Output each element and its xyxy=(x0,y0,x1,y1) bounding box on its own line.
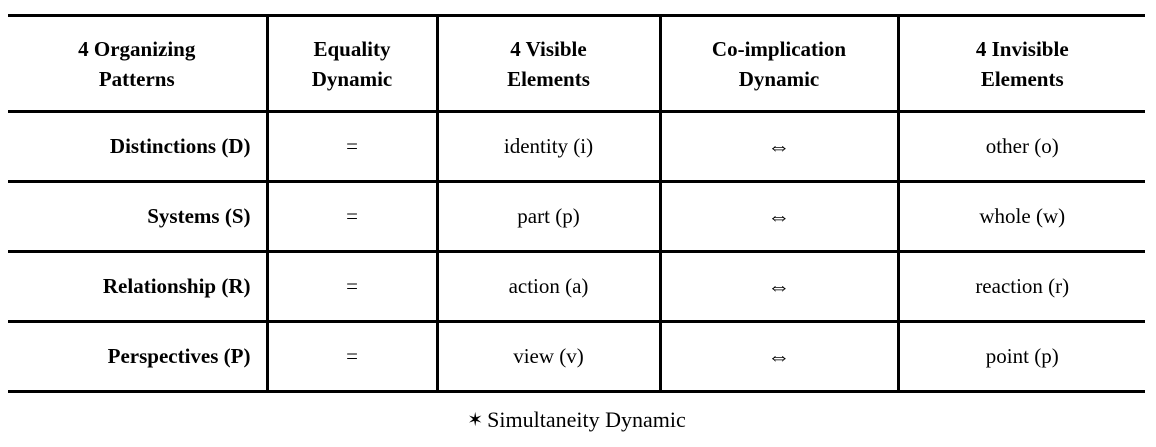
equals-symbol: = xyxy=(265,250,437,322)
header-line: Elements xyxy=(980,66,1064,91)
header-equality-dynamic: Equality Dynamic xyxy=(265,14,437,112)
table-caption: ✶Simultaneity Dynamic xyxy=(8,407,1145,434)
equals-symbol: = xyxy=(265,110,437,182)
cell-visible-element: identity (i) xyxy=(435,110,660,182)
header-row: 4 Organizing Patterns Equality Dynamic 4… xyxy=(8,14,1145,112)
cell-pattern: Relationship (R) xyxy=(8,250,267,322)
cell-invisible-element: other (o) xyxy=(896,110,1145,182)
table-row-systems: Systems (S) = part (p) ⇔ whole (w) xyxy=(8,180,1145,252)
header-visible-elements: 4 Visible Elements xyxy=(435,14,660,112)
equals-symbol: = xyxy=(265,180,437,252)
cell-pattern: Distinctions (D) xyxy=(8,110,267,182)
header-line: Equality xyxy=(313,36,391,61)
cell-pattern: Systems (S) xyxy=(8,180,267,252)
table-row-distinctions: Distinctions (D) = identity (i) ⇔ other … xyxy=(8,110,1145,182)
header-line: Elements xyxy=(507,66,590,91)
cell-invisible-element: point (p) xyxy=(896,320,1145,393)
table-row-relationship: Relationship (R) = action (a) ⇔ reaction… xyxy=(8,250,1145,322)
cell-invisible-element: reaction (r) xyxy=(896,250,1145,322)
header-invisible-elements: 4 Invisible Elements xyxy=(896,14,1145,112)
cell-invisible-element: whole (w) xyxy=(896,180,1145,252)
header-line: 4 Visible xyxy=(510,36,587,61)
cell-visible-element: action (a) xyxy=(435,250,660,322)
table-header: 4 Organizing Patterns Equality Dynamic 4… xyxy=(8,14,1145,112)
header-line: Dynamic xyxy=(311,66,393,91)
header-coimplication-dynamic: Co-implication Dynamic xyxy=(658,14,898,112)
table-row-perspectives: Perspectives (P) = view (v) ⇔ point (p) xyxy=(8,320,1145,393)
header-line: 4 Invisible xyxy=(975,36,1069,61)
coimplication-arrow-icon: ⇔ xyxy=(658,320,898,393)
coimplication-arrow-icon: ⇔ xyxy=(658,250,898,322)
header-line: 4 Organizing xyxy=(78,36,196,61)
header-line: Co-implication xyxy=(711,36,847,61)
coimplication-arrow-icon: ⇔ xyxy=(658,110,898,182)
table-body: Distinctions (D) = identity (i) ⇔ other … xyxy=(8,110,1145,393)
cell-visible-element: part (p) xyxy=(435,180,660,252)
header-line: Patterns xyxy=(98,66,175,91)
dsrp-patterns-table: 4 Organizing Patterns Equality Dynamic 4… xyxy=(8,14,1145,393)
cell-visible-element: view (v) xyxy=(435,320,660,393)
cell-pattern: Perspectives (P) xyxy=(8,320,267,393)
simultaneity-star-icon: ✶ xyxy=(467,409,484,431)
caption-label: Simultaneity Dynamic xyxy=(487,407,686,432)
header-organizing-patterns: 4 Organizing Patterns xyxy=(8,14,267,112)
coimplication-arrow-icon: ⇔ xyxy=(658,180,898,252)
header-line: Dynamic xyxy=(738,66,820,91)
equals-symbol: = xyxy=(265,320,437,393)
